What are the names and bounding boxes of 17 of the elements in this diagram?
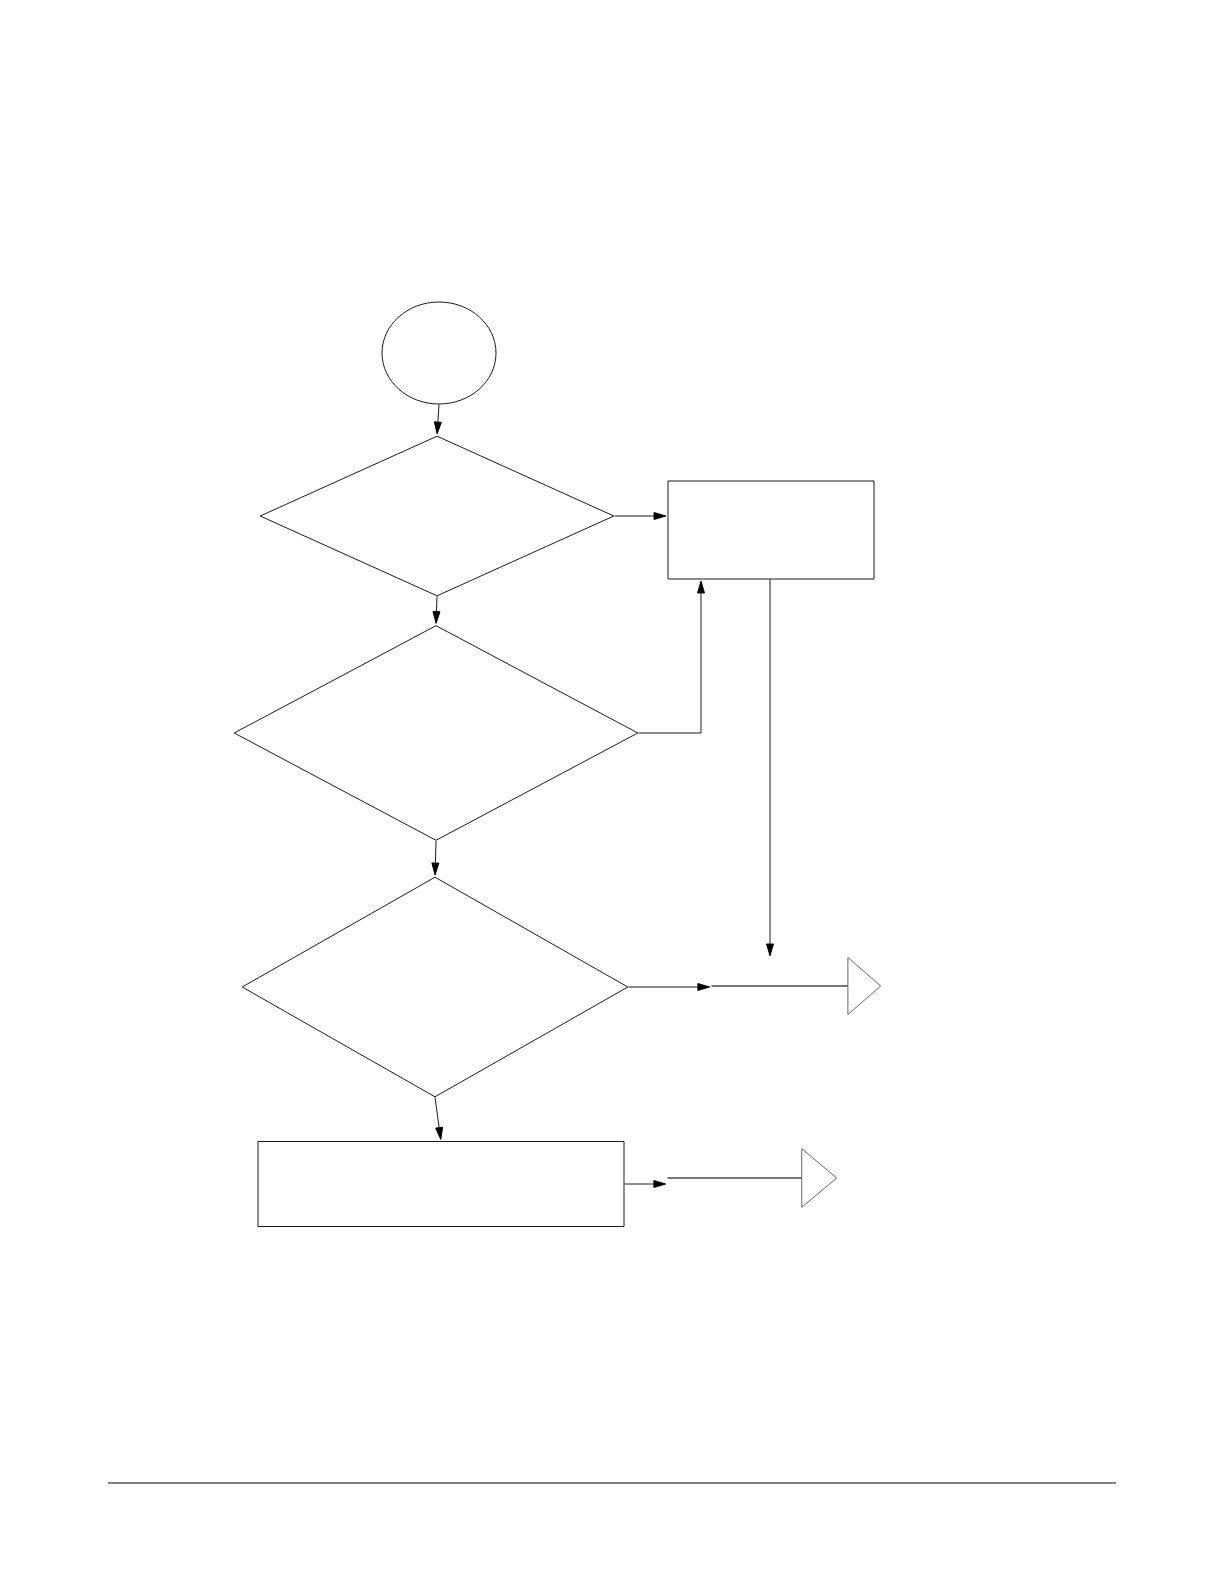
arrow: [614, 512, 667, 520]
process-box: [667, 480, 875, 580]
block-arrow: [711, 957, 881, 1015]
arrow: [766, 579, 774, 957]
start-circle: [381, 301, 497, 405]
decision-diamond: [233, 625, 639, 841]
arrow: [628, 983, 711, 991]
process-box: [257, 1141, 625, 1227]
arrow: [432, 596, 441, 624]
arrow: [638, 580, 705, 734]
arrow: [624, 1180, 667, 1188]
decision-diamond: [259, 435, 615, 597]
arrow: [434, 1097, 444, 1140]
arrow: [431, 840, 440, 876]
block-arrow: [667, 1148, 837, 1208]
arrow: [433, 404, 442, 435]
decision-diamond: [241, 876, 629, 1098]
